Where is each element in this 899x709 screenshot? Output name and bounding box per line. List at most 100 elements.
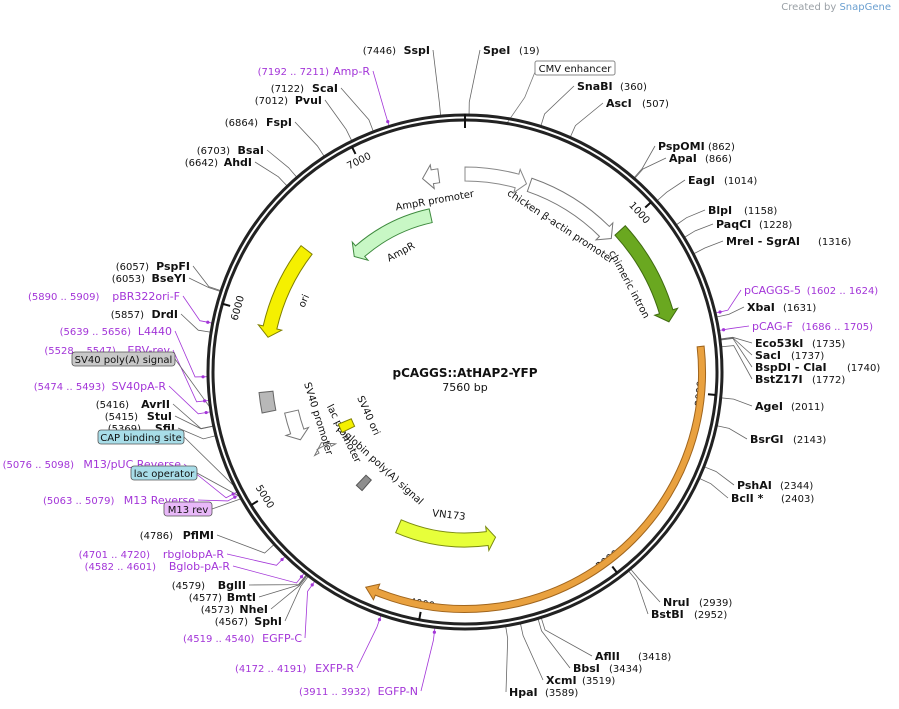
leader-line [432,49,442,117]
site-pflmi[interactable]: PflMI [183,529,214,542]
tick-mark [418,611,422,620]
feature-lac-promoter[interactable] [313,442,338,457]
primer-mark [386,120,390,124]
primer-l4440[interactable]: L4440 [138,325,172,338]
site-drdi[interactable]: DrdI [151,308,178,321]
site-bmti[interactable]: BmtI [227,591,256,604]
site-pspfi[interactable]: PspFI [156,260,190,273]
site-bsrgi[interactable]: BsrGI [750,433,783,446]
site-bspdi-clai[interactable]: BspDI - ClaI [755,361,827,374]
feature-sv40-promoter[interactable] [284,409,310,441]
feature-ampr-promoter[interactable] [421,163,441,190]
site-blpi[interactable]: BlpI [708,204,732,217]
site-nrui[interactable]: NruI [663,596,690,609]
site-position: (5416) [96,400,129,411]
primer-rbglobpa-r[interactable]: rbglobpA-R [163,548,224,561]
boxed-label-text: SV40 poly(A) signal [75,355,173,366]
feature-athap2-yfp[interactable] [364,345,706,613]
site-asci[interactable]: AscI [606,97,632,110]
site-aflii[interactable]: AflII [595,650,620,663]
credit-prefix: Created by [781,2,837,13]
leader-line [634,157,667,180]
site-avrii[interactable]: AvrII [141,398,170,411]
boxed-label-sv40-poly-a-signal[interactable] [71,351,176,367]
primer-range: (4701 .. 4720) [79,550,151,561]
boxed-label-text: M13 rev [168,505,209,516]
site-hpai[interactable]: HpaI [509,686,538,699]
site-pvui[interactable]: PvuI [295,94,322,107]
site-spei[interactable]: SpeI [483,44,510,57]
boxed-label-cap-binding-site[interactable] [97,429,185,445]
primer-pbr322ori-f[interactable]: pBR322ori-F [112,290,180,303]
boxed-label-lac-operator[interactable] [130,465,198,481]
site-position: (4577) [189,593,222,604]
feature-chicken-b-actin-promoter[interactable] [526,177,614,241]
primer-range: (4582 .. 4601) [85,562,157,573]
leader-line [716,425,748,440]
site-bstbi[interactable]: BstBI [651,608,684,621]
primer-range: (4172 .. 4191) [235,664,307,675]
site-xbai[interactable]: XbaI [747,301,775,314]
site-pspomi[interactable]: PspOMI [658,140,705,153]
site-agei[interactable]: AgeI [755,400,783,413]
site-fspi[interactable]: FspI [266,116,292,129]
site-pshai[interactable]: PshAI [737,479,772,492]
feature-cmv-enhancer[interactable] [464,166,528,194]
site-position: (2939) [699,598,732,609]
site-sspi[interactable]: SspI [404,44,430,57]
leader-line [420,627,436,692]
site-apai[interactable]: ApaI [669,152,697,165]
site-bsai[interactable]: BsaI [238,144,264,157]
primer-egfp-n[interactable]: EGFP-N [378,685,418,698]
site-stui[interactable]: StuI [147,410,172,423]
site-snabi[interactable]: SnaBI [577,80,613,93]
site-mrei-sgrai[interactable]: MreI - SgrAI [726,235,800,248]
site-bbsi[interactable]: BbsI [573,662,600,675]
leader-line [266,149,298,178]
primer-bglob-pa-r[interactable]: Bglob-pA-R [169,560,231,573]
feature-chimeric-intron[interactable] [614,225,679,323]
primer-range: (3911 .. 3932) [299,687,371,698]
primer-pcaggs-5[interactable]: pCAGGS-5 [744,284,801,297]
boxed-label-text: CAP binding site [100,433,182,444]
primer-mark [718,310,722,314]
primer-egfp-c[interactable]: EGFP-C [262,632,302,645]
site-bglii[interactable]: BglII [218,579,246,592]
site-nhei[interactable]: NheI [239,603,268,616]
site-sphi[interactable]: SphI [254,615,282,628]
site-position: (6642) [185,158,218,169]
leader-line [693,240,724,255]
feature-ori[interactable] [257,244,313,338]
primer-range: (5890 .. 5909) [28,292,100,303]
primer-pcag-f[interactable]: pCAG-F [752,320,793,333]
site-bcli[interactable]: BclI * [731,492,764,505]
site-bseyi[interactable]: BseYI [152,272,186,285]
boxed-label-m13-rev[interactable] [163,501,213,517]
feature-vn173[interactable] [395,519,497,553]
site-xcmi[interactable]: XcmI [546,674,577,687]
site-saci[interactable]: SacI [755,349,781,362]
site-scai[interactable]: ScaI [312,82,338,95]
tick-mark [222,302,231,307]
site-paqci[interactable]: PaqCI [716,218,751,231]
site-eco53ki[interactable]: Eco53kI [755,337,803,350]
leader-line [675,209,706,226]
feature-ampr[interactable] [351,208,433,262]
leader-line [226,553,286,566]
leader-line [627,570,649,615]
feature-sv40-ori[interactable] [337,418,356,434]
feature-b-globin-poly-a-signal[interactable] [355,474,372,492]
primer-range: (7192 .. 7211) [258,67,330,78]
leader-line [211,498,242,510]
primer-exfp-r[interactable]: EXFP-R [315,662,354,675]
leader-line [172,403,214,430]
primer-sv40pa-r[interactable]: SV40pA-R [112,380,167,393]
feature-label-vn173: VN173 [432,508,466,523]
site-eagi[interactable]: EagI [688,174,715,187]
site-position: (4786) [140,531,173,542]
feature-sv40-poly-a-signal[interactable] [258,390,277,414]
leader-line [719,336,753,344]
primer-amp-r[interactable]: Amp-R [333,65,370,78]
site-bstz17i[interactable]: BstZ17I [755,373,803,386]
site-ahdi[interactable]: AhdI [224,156,252,169]
